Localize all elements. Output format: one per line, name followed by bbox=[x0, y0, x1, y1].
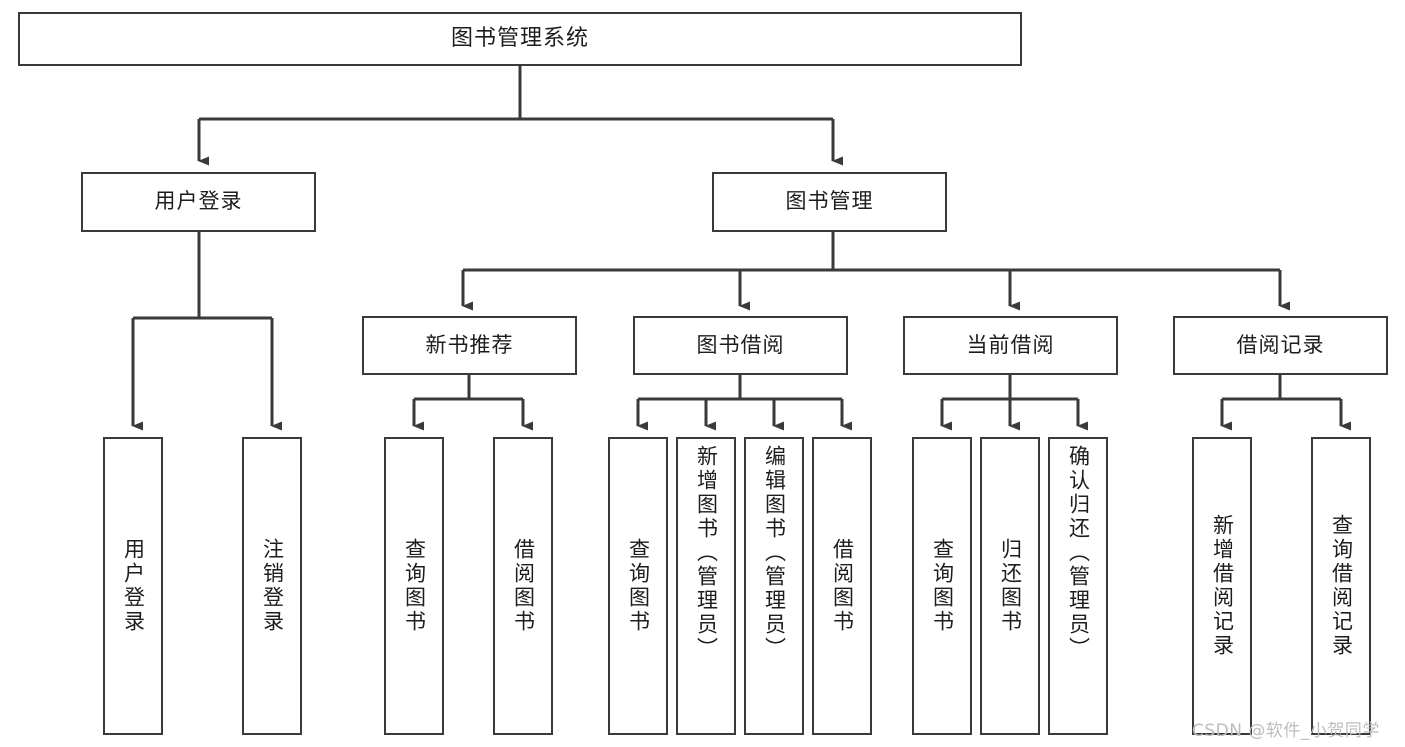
node-leaf-confirm-return-label: 确认归还（管理员） bbox=[1066, 445, 1091, 661]
node-leaf-query-book-2[interactable]: 查询图书 bbox=[608, 437, 668, 735]
node-leaf-query-book-3-label: 查询图书 bbox=[930, 538, 955, 634]
node-leaf-borrow-book-2-label: 借阅图书 bbox=[830, 538, 855, 634]
node-borrow-record-label: 借阅记录 bbox=[1236, 332, 1325, 357]
node-leaf-borrow-book-2[interactable]: 借阅图书 bbox=[812, 437, 872, 735]
node-leaf-user-login-label: 用户登录 bbox=[121, 538, 146, 634]
node-book-manage-label: 图书管理 bbox=[785, 189, 874, 214]
node-book-borrow-label: 图书借阅 bbox=[696, 332, 785, 357]
node-leaf-query-book-2-label: 查询图书 bbox=[626, 538, 651, 634]
node-leaf-query-book-1[interactable]: 查询图书 bbox=[384, 437, 444, 735]
node-leaf-add-record[interactable]: 新增借阅记录 bbox=[1192, 437, 1252, 735]
node-leaf-borrow-book-1-label: 借阅图书 bbox=[511, 538, 536, 634]
node-leaf-query-book-1-label: 查询图书 bbox=[402, 538, 427, 634]
node-leaf-edit-book-label: 编辑图书（管理员） bbox=[762, 445, 787, 661]
node-current-borrow-label: 当前借阅 bbox=[966, 332, 1055, 357]
node-current-borrow[interactable]: 当前借阅 bbox=[903, 316, 1118, 375]
node-leaf-query-book-3[interactable]: 查询图书 bbox=[912, 437, 972, 735]
node-root-label: 图书管理系统 bbox=[450, 25, 589, 51]
node-leaf-borrow-book-1[interactable]: 借阅图书 bbox=[493, 437, 553, 735]
node-leaf-add-book-label: 新增图书（管理员） bbox=[694, 445, 719, 661]
node-leaf-return-book-label: 归还图书 bbox=[998, 538, 1023, 634]
node-new-book-recommend[interactable]: 新书推荐 bbox=[362, 316, 577, 375]
node-leaf-confirm-return[interactable]: 确认归还（管理员） bbox=[1048, 437, 1108, 735]
node-leaf-query-record[interactable]: 查询借阅记录 bbox=[1311, 437, 1371, 735]
watermark: CSDN @软件_小贺同学 bbox=[1192, 721, 1380, 741]
node-leaf-user-login[interactable]: 用户登录 bbox=[103, 437, 163, 735]
node-leaf-logout-label: 注销登录 bbox=[260, 538, 285, 634]
node-book-borrow[interactable]: 图书借阅 bbox=[633, 316, 848, 375]
node-borrow-record[interactable]: 借阅记录 bbox=[1173, 316, 1388, 375]
node-book-manage[interactable]: 图书管理 bbox=[712, 172, 947, 232]
node-leaf-add-book[interactable]: 新增图书（管理员） bbox=[676, 437, 736, 735]
node-leaf-return-book[interactable]: 归还图书 bbox=[980, 437, 1040, 735]
node-leaf-logout[interactable]: 注销登录 bbox=[242, 437, 302, 735]
node-leaf-add-record-label: 新增借阅记录 bbox=[1210, 514, 1235, 658]
node-root[interactable]: 图书管理系统 bbox=[18, 12, 1022, 66]
node-user-login[interactable]: 用户登录 bbox=[81, 172, 316, 232]
node-leaf-edit-book[interactable]: 编辑图书（管理员） bbox=[744, 437, 804, 735]
node-leaf-query-record-label: 查询借阅记录 bbox=[1329, 514, 1354, 658]
node-new-book-recommend-label: 新书推荐 bbox=[425, 332, 514, 357]
node-user-login-label: 用户登录 bbox=[154, 189, 243, 214]
